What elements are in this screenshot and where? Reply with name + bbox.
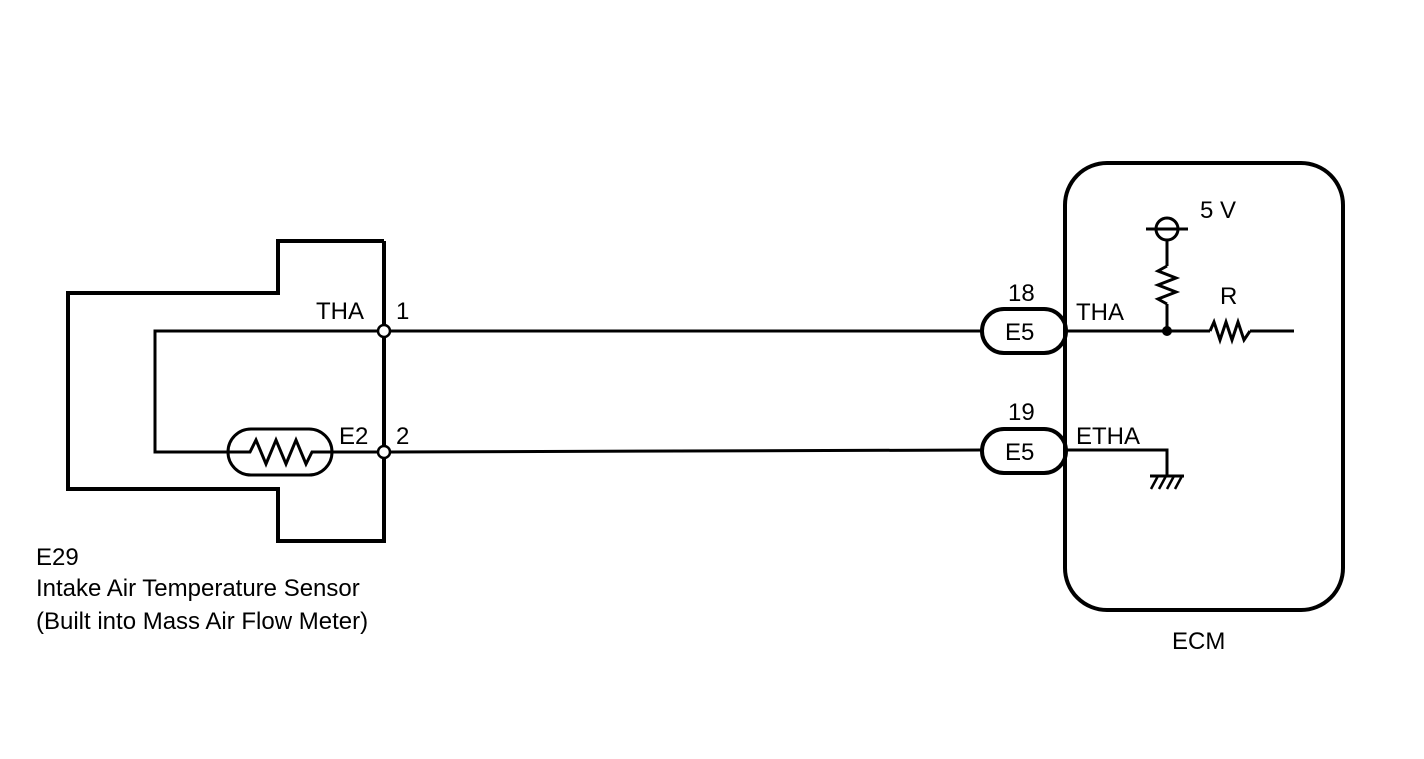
sensor-housing	[66, 239, 386, 543]
resistor-icon	[1208, 317, 1252, 345]
connector-pin-number: 19	[1008, 399, 1035, 426]
ground-icon	[1149, 474, 1184, 490]
ecm-box	[1063, 161, 1345, 612]
sensor-connector-code: E29	[36, 544, 79, 571]
connector-e5-pin19: E5 19	[980, 399, 1068, 475]
sensor-subtitle: (Built into Mass Air Flow Meter)	[36, 608, 368, 635]
wire-etha	[389, 448, 983, 454]
sensor-pin2-signal: E2	[339, 423, 368, 450]
sensor-internal-wiring	[153, 329, 384, 454]
connector-code: E5	[1005, 439, 1034, 466]
ecm-etha-line	[1066, 448, 1169, 476]
sensor-terminal-1	[376, 323, 392, 339]
sensor-name: Intake Air Temperature Sensor	[36, 575, 360, 602]
ecm-label: ECM	[1172, 628, 1225, 655]
ecm-etha-label: ETHA	[1076, 423, 1140, 450]
supply-terminal-icon	[1146, 216, 1188, 242]
sensor-pin1-signal: THA	[316, 298, 364, 325]
sensor-pin1-number: 1	[396, 298, 409, 325]
sensor-terminal-2	[376, 444, 392, 460]
supply-voltage-label: 5 V	[1200, 197, 1236, 224]
connector-pin-number: 18	[1008, 280, 1035, 307]
connector-e5-pin18: E5 18	[980, 280, 1068, 355]
pullup-resistor-icon	[1153, 264, 1181, 306]
sensor-pin2-number: 2	[396, 423, 409, 450]
ecm-tha-label: THA	[1076, 299, 1124, 326]
thermistor-icon	[226, 427, 334, 477]
resistor-label: R	[1220, 283, 1237, 310]
connector-code: E5	[1005, 319, 1034, 346]
